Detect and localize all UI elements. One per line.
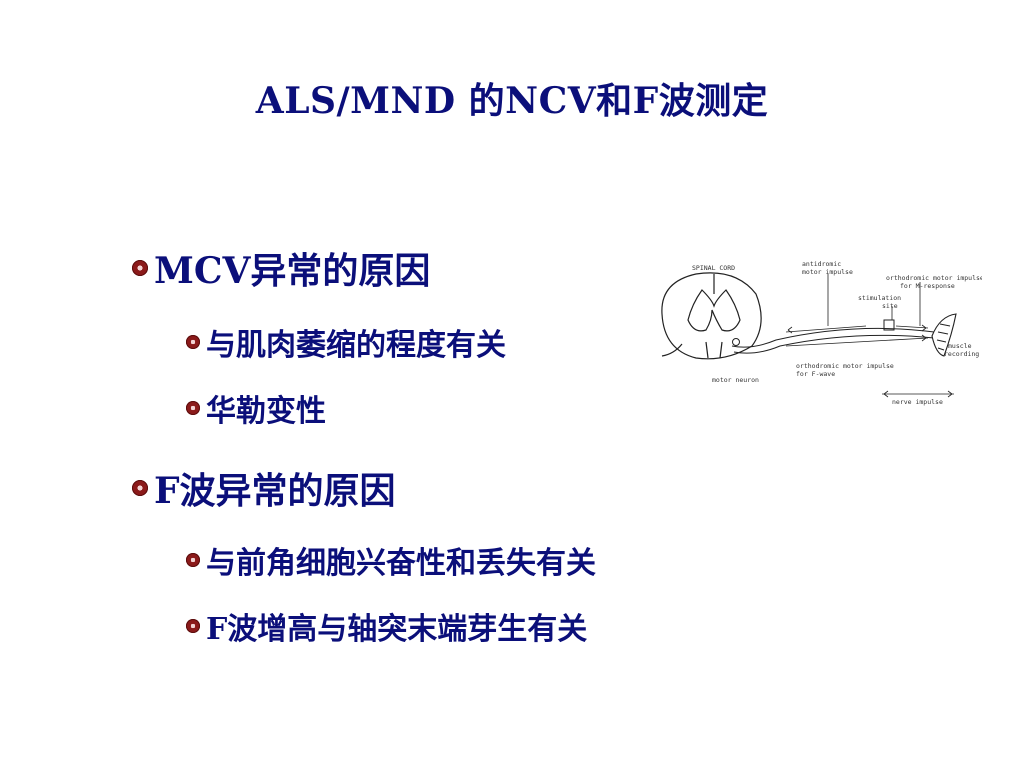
bullet-mcv-causes: MCV异常的原因 <box>132 242 430 294</box>
impulse-arrows <box>785 274 954 398</box>
bullet-text: 与前角细胞兴奋性和丢失有关 <box>206 546 596 581</box>
f-wave-pathway-diagram: SPINAL CORD antidromic motor impulse ort… <box>661 260 982 406</box>
bullet-text: F波增高与轴突末端芽生有关 <box>206 612 588 647</box>
label-stimulation: stimulation <box>858 294 901 302</box>
bullet-text: F波异常的原因 <box>154 470 396 512</box>
label-spinal-cord: SPINAL CORD <box>692 264 735 272</box>
spinal-cord-illustration <box>661 272 762 360</box>
bullet-text: MCV异常的原因 <box>154 250 431 292</box>
bullet-f-wave-causes: F波异常的原因 <box>132 462 396 514</box>
label-muscle: muscle <box>948 342 972 350</box>
label-orthodromic-m-2: for M-response <box>900 282 955 290</box>
label-orthodromic-m: orthodromic motor impulse <box>886 274 982 282</box>
bullet-text: 华勒变性 <box>206 394 326 429</box>
bullet-muscle-atrophy: 与肌肉萎缩的程度有关 <box>186 320 506 364</box>
bullet-anterior-horn: 与前角细胞兴奋性和丢失有关 <box>186 538 596 582</box>
muscle-illustration <box>931 313 957 357</box>
label-nerve-impulse: nerve impulse <box>892 398 943 406</box>
label-orthodromic-f: orthodromic motor impulse <box>796 362 894 370</box>
label-antidromic: antidromic <box>802 260 841 268</box>
bullet-wallerian: 华勒变性 <box>186 386 326 430</box>
bullet-dot-icon <box>186 401 200 415</box>
bullet-axon-sprouting: F波增高与轴突末端芽生有关 <box>186 604 587 648</box>
label-orthodromic-f-2: for F-wave <box>796 370 835 378</box>
label-motor-neuron: motor neuron <box>712 376 759 384</box>
label-stimulation-2: site <box>882 302 898 310</box>
bullet-dot-icon <box>186 335 200 349</box>
label-recording: recording <box>944 350 979 358</box>
bullet-dot-icon <box>132 480 148 496</box>
bullet-dot-icon <box>186 553 200 567</box>
bullet-dot-icon <box>132 260 148 276</box>
label-antidromic-2: motor impulse <box>802 268 853 276</box>
bullet-text: 与肌肉萎缩的程度有关 <box>206 328 506 363</box>
bullet-dot-icon <box>186 619 200 633</box>
slide-title: ALS/MND 的NCV和F波测定 <box>255 80 769 122</box>
nerve-fibre <box>731 319 935 354</box>
